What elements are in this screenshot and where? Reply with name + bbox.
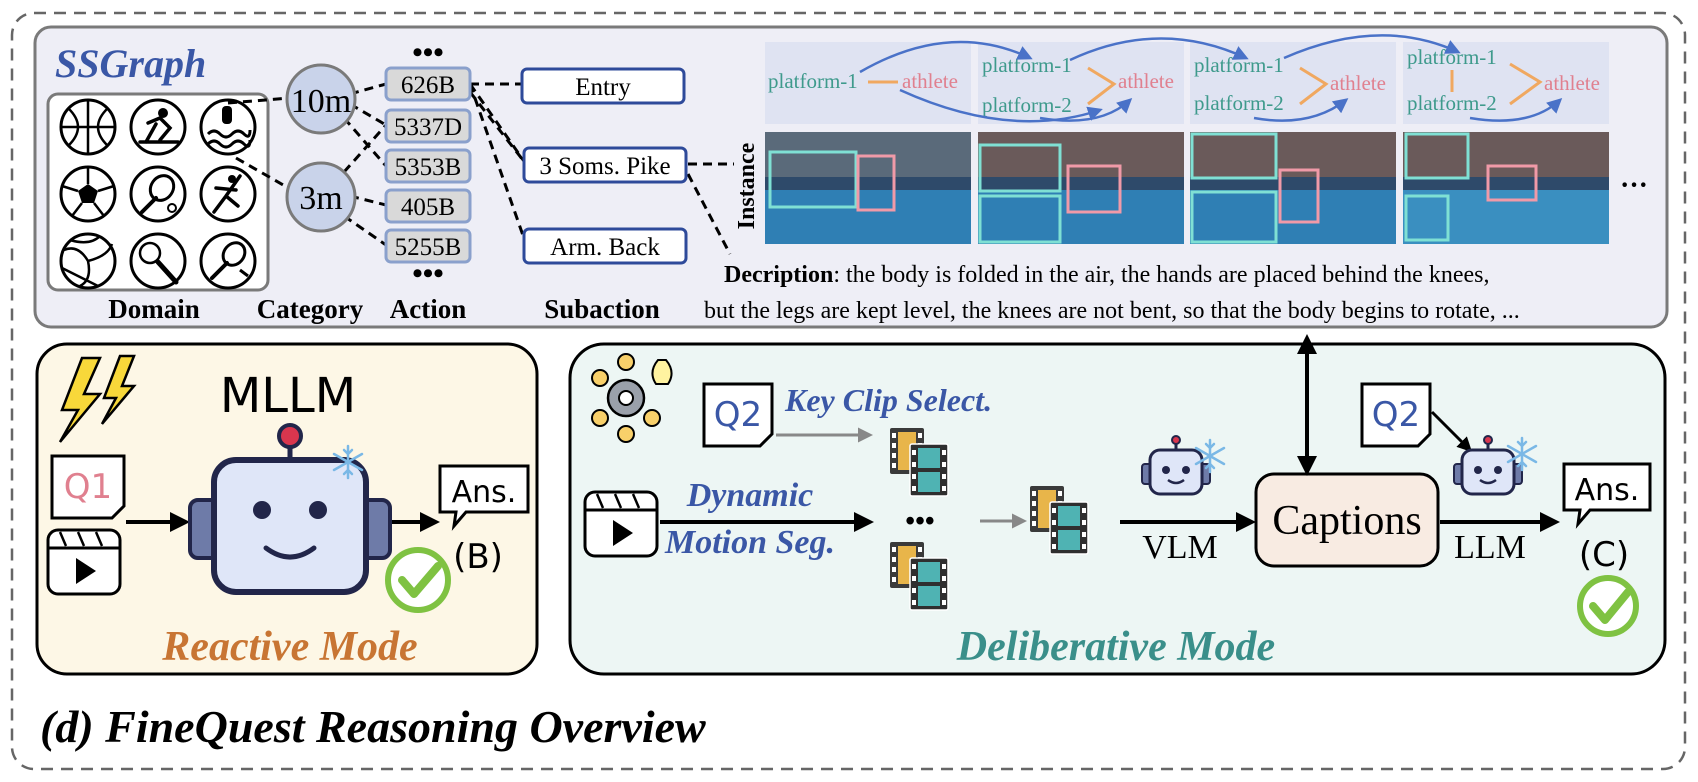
action-5337D: 5337D [384,108,472,144]
answer-deliberative: (C) [1579,535,1629,575]
video-frame-2 [978,132,1184,244]
instance-label: Instance [734,142,760,229]
svg-text:Arm. Back: Arm. Back [550,234,660,261]
svg-text:3 Soms. Pike: 3 Soms. Pike [539,153,670,180]
robot-icon [188,423,392,595]
volleyball-icon [59,232,117,290]
action-dots-top: ••• [412,36,444,69]
clip-dots: ••• [905,506,934,537]
action-626B: 626B [384,66,472,102]
subaction-3-soms-pike: 3 Soms. Pike [522,146,688,184]
motion-seg-label: Motion Seg. [664,524,835,561]
svg-text:athlete: athlete [1544,71,1600,95]
question-q2-llm-card: Q2 [1360,382,1432,448]
svg-text:athlete: athlete [902,69,958,93]
svg-text:5337D: 5337D [394,114,462,141]
reactive-mode-label: Reactive Mode [161,624,417,670]
video-clip-icon-deliberative [583,490,659,558]
answer-reactive: (B) [453,537,503,577]
ssgraph-panel: SSGraph [33,25,1669,329]
svg-text:5353B: 5353B [395,154,462,181]
video-frame-3 [1190,132,1396,244]
dynamic-label: Dynamic [686,477,814,514]
answer-bubble-deliberative: Ans. [1562,462,1652,529]
captions-box: Captions [1254,472,1440,568]
check-icon-deliberative [1577,575,1639,637]
mllm-title: MLLM [220,368,356,424]
svg-text:Ans.: Ans. [1575,473,1640,508]
svg-text:platform-2: platform-2 [982,93,1072,117]
svg-text:athlete: athlete [1330,71,1386,95]
frames-ellipsis: ··· [1620,170,1648,201]
arrow-q2-llm [1430,410,1473,453]
svg-text:Q2: Q2 [1372,395,1420,435]
scene-graph-4: platform-1 platform-2 athlete [1403,42,1609,124]
ssgraph-title: SSGraph [55,41,206,86]
action-405B: 405B [384,188,472,224]
hockey-icon [129,98,187,156]
deliberative-panel: Q2 Key Clip Select. Dynamic Motion Seg. … [568,334,1667,676]
svg-text:athlete: athlete [1118,69,1174,93]
temporal-arrows [859,34,1563,123]
svg-text:5255B: 5255B [395,234,462,261]
scene-graph-3: platform-1 platform-2 athlete [1190,42,1396,124]
deliberative-mode-label: Deliberative Mode [956,624,1275,670]
badminton-icon [199,232,257,290]
key-clip-select-label: Key Clip Select. [784,382,992,418]
question-q1-card: Q1 [50,454,126,520]
baseball-icon [129,232,187,290]
llm-label: LLM [1454,529,1526,566]
svg-text:Q2: Q2 [714,395,762,435]
question-q2-card: Q2 [702,382,774,448]
category-label: Category [257,294,364,324]
answer-bubble-reactive: Ans. [438,464,530,531]
svg-text:platform-1: platform-1 [1194,53,1284,77]
video-clip-icon [46,528,122,596]
category-node-10m: 10m [285,63,357,135]
figure-title: (d) FineQuest Reasoning Overview [40,701,706,752]
svg-text:platform-2: platform-2 [1194,91,1284,115]
outer-frame [10,11,1687,771]
action-5255B: 5255B [384,228,472,264]
vlm-label: VLM [1142,529,1218,566]
scene-graph-1: platform-1 athlete [765,42,971,124]
svg-text:Captions: Captions [1272,498,1421,544]
svg-text:405B: 405B [401,194,455,221]
graph-connectors [227,82,734,255]
description-line-2: but the legs are kept level, the knees a… [704,298,1520,324]
reactive-panel: MLLM Q1 Ans. (B) [35,342,539,676]
video-frame-1 [765,132,971,244]
gymnastics-icon [199,165,257,223]
description-line-1: Decription: the body is folded in the ai… [724,262,1489,288]
subaction-entry: Entry [520,67,686,105]
svg-text:platform-1: platform-1 [768,69,858,93]
soccer-icon [59,165,117,223]
basketball-icon [59,98,117,156]
svg-text:3m: 3m [299,180,342,217]
action-label: Action [390,294,467,324]
svg-text:626B: 626B [401,72,455,99]
domain-label: Domain [108,294,200,324]
tennis-icon [129,165,187,223]
reasoning-gear-icon [591,353,673,443]
subaction-arm-back: Arm. Back [522,227,688,265]
category-node-3m: 3m [285,161,357,233]
svg-text:Entry: Entry [575,74,631,101]
svg-text:platform-2: platform-2 [1407,91,1497,115]
lightning-icon [58,354,137,443]
action-dots-bottom: ••• [412,257,444,290]
subaction-label: Subaction [544,294,660,324]
svg-text:10m: 10m [291,83,351,120]
svg-text:Ans.: Ans. [452,475,517,510]
check-icon-reactive [385,547,451,613]
video-frame-4 [1403,132,1609,244]
swimming-icon [199,98,257,156]
svg-text:Q1: Q1 [64,467,112,507]
action-5353B: 5353B [384,148,472,184]
